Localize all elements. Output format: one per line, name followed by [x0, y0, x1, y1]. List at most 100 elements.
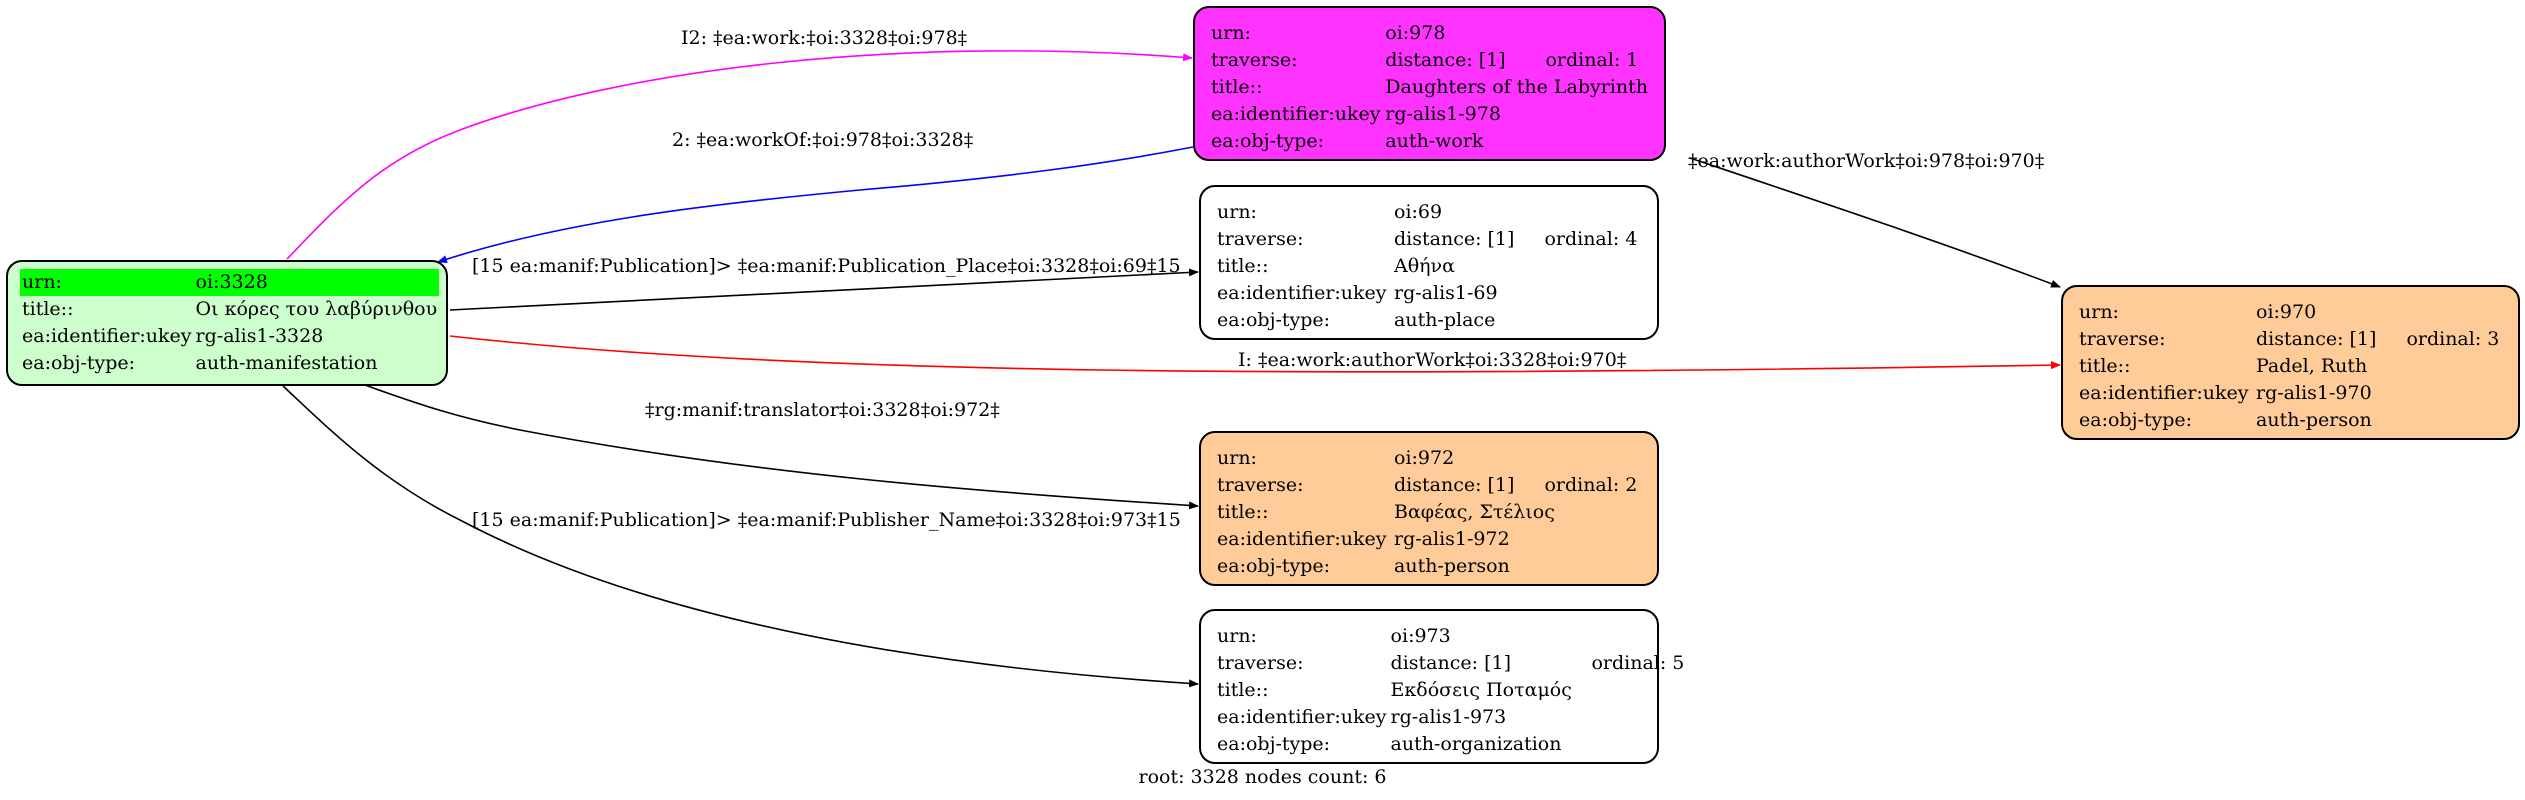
- row-key: urn:: [1217, 201, 1257, 223]
- row-key: ea:obj-type:: [1211, 130, 1325, 152]
- row-key: title::: [1217, 255, 1269, 277]
- node-row-ukey: ea:identifier:ukey rg-alis1-69: [1215, 280, 1639, 307]
- row-value: auth-person: [1394, 555, 1510, 577]
- edge-3328-970-authorwork: [449, 335, 2061, 373]
- node-row-title: title::Daughters of the Labyrinth: [1209, 74, 1650, 101]
- row-key: urn:: [2079, 301, 2119, 323]
- row-key: urn:: [20, 269, 194, 296]
- node-row-objtype: ea:obj-type: auth-organization: [1215, 731, 1686, 758]
- node-row-title: title:: Οι κόρες του λαβύρινθου: [20, 296, 439, 323]
- row-key: urn:: [1217, 625, 1257, 647]
- row-key: ea:obj-type:: [22, 352, 136, 374]
- row-key: ea:identifier:ukey: [1217, 528, 1387, 550]
- node-row-objtype: ea:obj-type: auth-work: [1209, 128, 1650, 155]
- row-value: oi:973: [1390, 625, 1451, 647]
- edge-label-3328-972: ‡rg:manif:translator‡oi:3328‡oi:972‡: [645, 399, 1000, 421]
- node-69-table: urn:oi:69 traverse: distance: [1] ordinal:…: [1215, 199, 1639, 334]
- row-key: urn:: [1217, 447, 1257, 469]
- row-key: ea:obj-type:: [1217, 555, 1331, 577]
- row-value: oi:972: [1394, 447, 1455, 469]
- node-973-table: urn:oi:973 traverse:distance: [1]ordinal…: [1215, 623, 1686, 758]
- node-973[interactable]: urn:oi:973 traverse:distance: [1]ordinal…: [1199, 609, 1684, 764]
- node-978-table: urn:oi:978 traverse: distance: [1] ordinal…: [1209, 20, 1650, 155]
- row-key: traverse:: [2079, 328, 2166, 350]
- node-970[interactable]: urn: oi:970 traverse: distance: [1] ordinal…: [2061, 285, 2520, 440]
- edge-label-978-970: ‡ea:work:authorWork‡oi:978‡oi:970‡: [1688, 150, 2044, 172]
- row-key: title::: [2079, 355, 2131, 377]
- row-value: rg-alis1-69: [1394, 282, 1498, 304]
- edge-label-3328-69: [15 ea:manif:Publication]> ‡ea:manif:Pub…: [472, 255, 1181, 277]
- node-970-table: urn: oi:970 traverse: distance: [1] ordinal…: [2077, 299, 2501, 434]
- row-value: auth-person: [2256, 409, 2372, 431]
- row-ordinal: ordinal: 3: [2406, 328, 2500, 350]
- row-value: rg-alis1-978: [1385, 103, 1501, 125]
- edge-978-970-authorwork: [1689, 157, 2061, 288]
- node-row-urn: urn: oi:970: [2077, 299, 2501, 326]
- edge-978-3328-workof: [437, 146, 1194, 263]
- row-value: auth-work: [1385, 130, 1484, 152]
- row-value: auth-place: [1394, 309, 1496, 331]
- node-row-traverse: traverse:distance: [1]ordinal: 2: [1215, 472, 1639, 499]
- row-ordinal: ordinal: 4: [1544, 228, 1638, 250]
- row-ordinal: ordinal: 5: [1591, 652, 1685, 674]
- node-972[interactable]: urn: oi:972 traverse:distance: [1]ordinal…: [1199, 431, 1659, 586]
- row-key: title::: [22, 298, 74, 320]
- edge-label-3328-970: I: ‡ea:work:authorWork‡oi:3328‡oi:970‡: [1238, 349, 1626, 371]
- node-row-ukey: ea:identifier:ukey rg-alis1-3328: [20, 323, 439, 350]
- graph-footer: root: 3328 nodes count: 6: [1138, 766, 1387, 788]
- node-row-urn: urn: oi:3328: [20, 269, 440, 296]
- edge-3328-978-work: [286, 50, 1193, 260]
- row-value: auth-organization: [1390, 733, 1562, 755]
- node-972-table: urn: oi:972 traverse:distance: [1]ordinal…: [1215, 445, 1639, 580]
- row-key: traverse:: [1217, 474, 1304, 496]
- node-3328[interactable]: urn: oi:3328 title:: Οι κόρες του λαβύρι…: [6, 260, 448, 386]
- row-value: Αθήνα: [1394, 255, 1455, 277]
- node-row-urn: urn:oi:978: [1209, 20, 1650, 47]
- row-key: ea:obj-type:: [2079, 409, 2193, 431]
- row-value: rg-alis1-973: [1390, 706, 1507, 728]
- row-key: traverse:: [1211, 49, 1298, 71]
- row-key: ea:identifier:ukey: [2079, 382, 2249, 404]
- row-key: urn:: [1211, 22, 1251, 44]
- row-key: title::: [1217, 679, 1269, 701]
- row-value: distance: [1]: [1385, 49, 1506, 71]
- node-row-objtype: ea:obj-type: auth-person: [2077, 407, 2501, 434]
- row-key: ea:obj-type:: [1217, 309, 1331, 331]
- node-row-urn: urn: oi:972: [1215, 445, 1639, 472]
- edge-label-3328-973: [15 ea:manif:Publication]> ‡ea:manif:Pub…: [472, 509, 1181, 531]
- row-value: oi:970: [2256, 301, 2317, 323]
- edge-label-3328-978: I2: ‡ea:work:‡oi:3328‡oi:978‡: [681, 27, 967, 49]
- node-row-urn: urn: oi:973: [1215, 623, 1686, 650]
- row-value: distance: [1]: [2256, 328, 2377, 350]
- row-key: title::: [1211, 76, 1263, 98]
- node-row-urn: urn:oi:69: [1215, 199, 1639, 226]
- edge-3328-973-publisher-name: [282, 385, 1199, 688]
- node-69[interactable]: urn:oi:69 traverse: distance: [1] ordinal:…: [1199, 185, 1659, 340]
- edge-label-978-3328: 2: ‡ea:workOf:‡oi:978‡oi:3328‡: [672, 129, 973, 151]
- row-ordinal: ordinal: 2: [1544, 474, 1638, 496]
- row-value: Οι κόρες του λαβύρινθου: [195, 298, 438, 320]
- node-row-ukey: ea:identifier:ukey rg-alis1-972: [1215, 526, 1639, 553]
- row-value: distance: [1]: [1394, 228, 1515, 250]
- row-key: ea:obj-type:: [1217, 733, 1331, 755]
- node-3328-table: urn: oi:3328 title:: Οι κόρες του λαβύρι…: [20, 269, 440, 377]
- row-value: Βαφέας, Στέλιος: [1394, 501, 1555, 523]
- node-row-objtype: ea:obj-type: auth-place: [1215, 307, 1639, 334]
- row-value: rg-alis1-972: [1394, 528, 1510, 550]
- row-key: ea:identifier:ukey: [22, 325, 192, 347]
- row-key: title::: [1217, 501, 1269, 523]
- row-ordinal: ordinal: 1: [1545, 49, 1639, 71]
- row-value: rg-alis1-3328: [195, 325, 324, 347]
- node-row-title: title::Padel, Ruth: [2077, 353, 2501, 380]
- row-key: traverse:: [1217, 228, 1304, 250]
- node-row-traverse: traverse: distance: [1] ordinal: 4: [1215, 226, 1639, 253]
- row-key: ea:identifier:ukey: [1217, 282, 1387, 304]
- node-row-objtype: ea:obj-type: auth-manifestation: [20, 350, 439, 377]
- node-978[interactable]: urn:oi:978 traverse: distance: [1] ordinal…: [1193, 6, 1666, 161]
- node-row-traverse: traverse: distance: [1] ordinal: 1: [1209, 47, 1650, 74]
- node-row-objtype: ea:obj-type: auth-person: [1215, 553, 1639, 580]
- row-value: Εκδόσεις Ποταμός: [1390, 679, 1572, 701]
